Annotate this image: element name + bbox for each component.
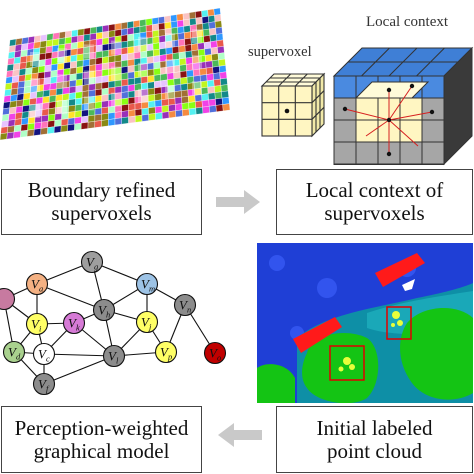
left-arrow-icon (218, 423, 262, 447)
svg-text:Vi: Vi (31, 317, 42, 334)
labeled-point-cloud-image (257, 243, 473, 403)
graph-edge (43, 355, 115, 385)
graph-node-x (0, 287, 16, 311)
supervoxel-label: supervoxel (248, 44, 312, 60)
graph-node-n: Vn (173, 293, 197, 317)
graph-node-l: Vl (102, 344, 126, 368)
graph-node-f: Vf (32, 372, 56, 396)
context-box-line1: Local context of (305, 178, 444, 202)
svg-text:Vl: Vl (108, 349, 119, 366)
graph-node-g: Vg (80, 250, 104, 274)
perception-weighted-graphical-model-box: Perception-weighted graphical model (1, 406, 202, 473)
graph-node-a: Va (25, 272, 49, 296)
building-supervoxel-image (0, 7, 231, 141)
context-box-line2: supervoxels (324, 201, 425, 225)
graph-edge (43, 353, 115, 357)
boundary-box-line2: supervoxels (51, 201, 152, 225)
graph-node-k: Vk (62, 311, 86, 335)
initial-labeled-point-cloud-box: Initial labeled point cloud (276, 406, 473, 473)
graph-node-j: Vj (135, 310, 159, 334)
svg-text:Vj: Vj (141, 315, 152, 332)
graph-node-c: Vc (32, 342, 56, 366)
boundary-box-line1: Boundary refined (27, 178, 176, 202)
graph-node-p: Vp (154, 340, 178, 364)
local-context-supervoxels-box: Local context of supervoxels (276, 169, 473, 235)
svg-text:Vc: Vc (38, 347, 50, 364)
supervoxel-cube-diagram (260, 72, 326, 138)
right-arrow-icon (216, 190, 260, 214)
graph-node-m: Vm (135, 272, 159, 296)
local-context-grid-diagram (332, 46, 474, 166)
graph-box-line1: Perception-weighted (14, 415, 189, 440)
graph-node-h: Vh (92, 298, 116, 322)
svg-text:Vk: Vk (68, 316, 80, 333)
initial-box-line1: Initial labeled (316, 415, 433, 440)
graph-node-i: Vi (25, 312, 49, 336)
boundary-refined-supervoxels-box: Boundary refined supervoxels (1, 169, 202, 235)
graph-node-d: Vd (2, 340, 26, 364)
graph-edge (36, 283, 105, 311)
svg-text:Vf: Vf (38, 377, 50, 394)
local-context-label: Local context (366, 14, 449, 30)
initial-box-line2: point cloud (326, 438, 423, 463)
graph-node-o: Vo (203, 341, 227, 365)
graph-box-line2: graphical model (33, 438, 170, 463)
